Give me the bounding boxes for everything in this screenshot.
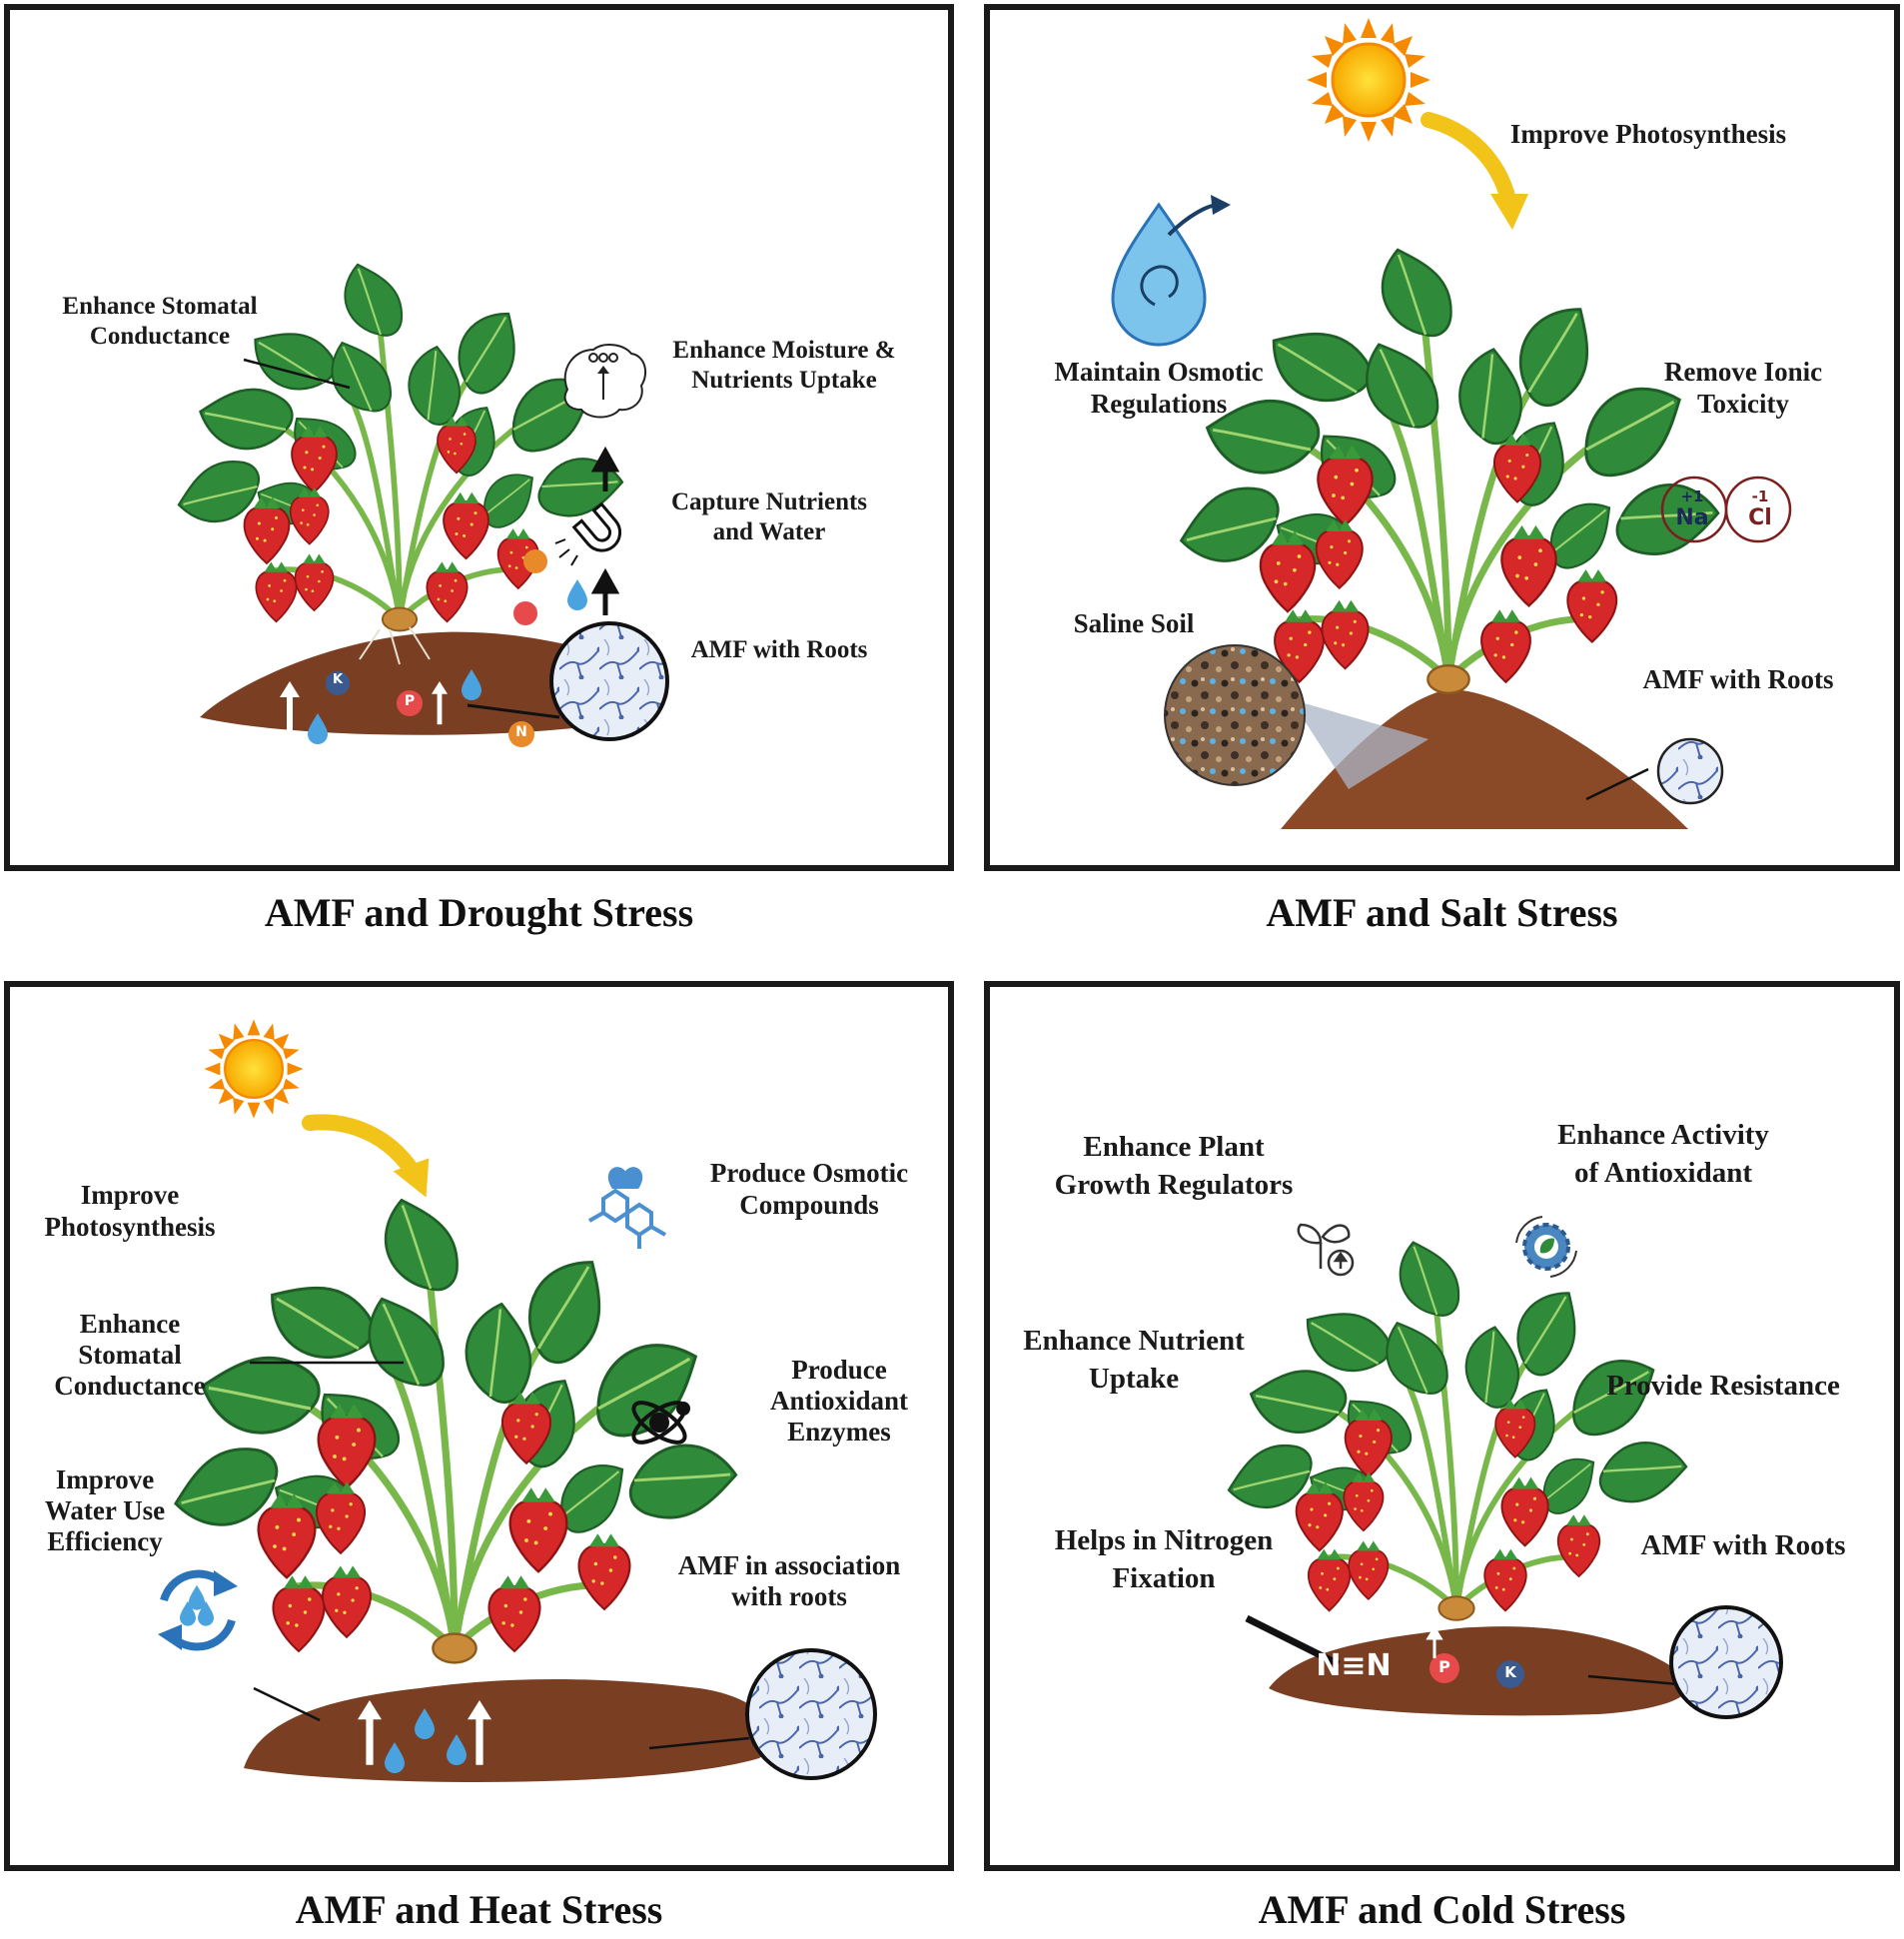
cold-p-label: P bbox=[1438, 1657, 1450, 1676]
cold-nn-label: N≡N bbox=[1316, 1648, 1392, 1683]
drought-k-dot bbox=[326, 671, 350, 695]
heat-artwork bbox=[158, 1018, 877, 1782]
drought-zoom-line bbox=[467, 703, 560, 719]
cold-soil bbox=[1269, 1626, 1690, 1716]
na-label: +1 Na bbox=[1675, 487, 1709, 530]
drought-n-dot-2 bbox=[523, 549, 547, 573]
salt-panel bbox=[984, 4, 1900, 871]
cold-growth-label: Enhance Plant Growth Regulators bbox=[1054, 1131, 1294, 1201]
salt-artwork bbox=[1111, 16, 1792, 829]
gear-leaf-icon bbox=[1515, 1216, 1577, 1278]
osmotic-compound-icon bbox=[588, 1167, 666, 1249]
water-recycle-icon bbox=[158, 1569, 238, 1651]
cl-ion-circle bbox=[1724, 476, 1792, 543]
plant-growth-icon bbox=[1297, 1223, 1355, 1277]
salt-ionic-label: Remove Ionic Toxicity bbox=[1663, 357, 1823, 420]
drought-roots bbox=[359, 626, 431, 665]
caption-cold: AMF and Cold Stress bbox=[1258, 1887, 1626, 1932]
drought-stomatal-pointer bbox=[243, 358, 351, 390]
drought-soil bbox=[200, 631, 668, 735]
drought-p-dot-1 bbox=[397, 690, 423, 716]
drought-artwork bbox=[176, 259, 669, 747]
heat-amf-circle bbox=[745, 1648, 877, 1780]
cold-p-dot bbox=[1429, 1653, 1459, 1683]
drought-moisture-label: Enhance Moisture & Nutrients Uptake bbox=[672, 337, 896, 394]
drought-k-label: K bbox=[332, 672, 344, 687]
caption-heat: AMF and Heat Stress bbox=[295, 1887, 663, 1932]
drought-stomatal-label: Enhance Stomatal Conductance bbox=[62, 293, 258, 350]
salt-amf-circle bbox=[1656, 737, 1724, 805]
heat-amf-pointer bbox=[648, 1736, 750, 1750]
cl-label: -1 Cl bbox=[1748, 487, 1772, 530]
heat-antiox-label: Produce Antioxidant Enzymes bbox=[769, 1355, 909, 1448]
salt-soil-mound bbox=[1281, 689, 1688, 829]
uptake-icon bbox=[563, 344, 647, 419]
heat-water-label: Improve Water Use Efficiency bbox=[44, 1464, 166, 1557]
heat-photo-label: Improve Photosynthesis bbox=[44, 1180, 216, 1243]
salt-zoom-cone bbox=[1291, 699, 1428, 789]
cold-amf-circle bbox=[1669, 1605, 1783, 1719]
cold-k-label: K bbox=[1504, 1663, 1516, 1681]
heat-osmotic-label: Produce Osmotic Compounds bbox=[709, 1158, 909, 1221]
salt-amf-pointer bbox=[1585, 767, 1649, 801]
magnet-icon bbox=[554, 501, 622, 566]
saline-soil-circle bbox=[1164, 644, 1306, 786]
cold-amf-label: AMF with Roots bbox=[1640, 1529, 1846, 1561]
cold-panel bbox=[984, 981, 1900, 1871]
caption-drought: AMF and Drought Stress bbox=[264, 890, 694, 935]
cold-antiox-label: Enhance Activity of Antioxidant bbox=[1557, 1119, 1769, 1189]
salt-photo-label: Improve Photosynthesis bbox=[1509, 119, 1787, 149]
cold-nitro-label: Helps in Nitrogen Fixation bbox=[1054, 1524, 1274, 1594]
drought-amf-circle bbox=[549, 621, 669, 741]
atom-icon bbox=[631, 1401, 690, 1445]
cold-artwork bbox=[1226, 1216, 1783, 1719]
drought-n-label: N bbox=[515, 724, 527, 740]
cold-up-arrow bbox=[1426, 1625, 1443, 1658]
cold-k-dot bbox=[1496, 1660, 1524, 1688]
heat-stomatal-label: Enhance Stomatal Conductance bbox=[54, 1309, 206, 1402]
cold-nutrient-label: Enhance Nutrient Uptake bbox=[1023, 1325, 1245, 1395]
heat-soil-pointer bbox=[253, 1686, 321, 1722]
drought-amf-label: AMF with Roots bbox=[690, 636, 868, 663]
heat-soil bbox=[244, 1678, 773, 1782]
cold-nitrogen-pointer bbox=[1245, 1614, 1341, 1668]
drought-n-dot-1 bbox=[508, 721, 534, 747]
drought-p-dot-2 bbox=[513, 601, 537, 625]
heat-panel bbox=[4, 981, 954, 1871]
salt-soil-label: Saline Soil bbox=[1073, 608, 1195, 638]
cold-resist-label: Provide Resistance bbox=[1606, 1370, 1840, 1402]
cold-amf-pointer bbox=[1587, 1674, 1679, 1686]
heat-amf-label: AMF in association with roots bbox=[677, 1550, 901, 1612]
salt-osmotic-label: Maintain Osmotic Regulations bbox=[1054, 357, 1264, 420]
drought-panel bbox=[4, 4, 954, 871]
drought-p-label: P bbox=[404, 693, 416, 709]
salt-amf-label: AMF with Roots bbox=[1642, 664, 1834, 694]
caption-salt: AMF and Salt Stress bbox=[1266, 890, 1618, 935]
water-drop-icon bbox=[1111, 195, 1231, 347]
drought-capture-label: Capture Nutrients and Water bbox=[670, 488, 868, 545]
drought-up-arrows bbox=[590, 446, 620, 615]
